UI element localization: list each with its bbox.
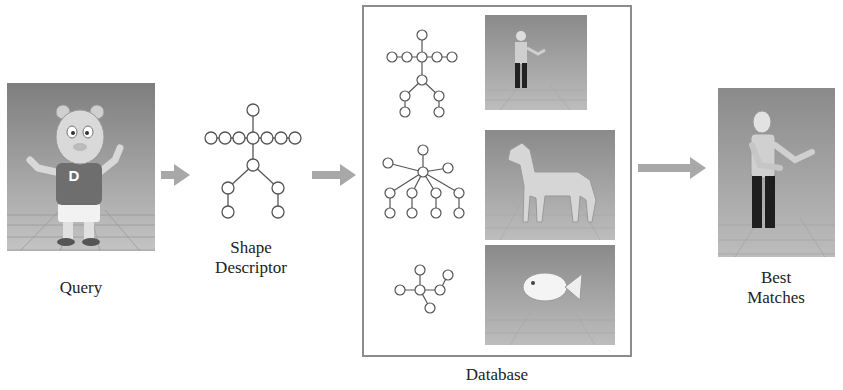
node-label: Shape Descriptor <box>206 238 296 278</box>
query-skeleton-tree <box>205 104 301 218</box>
best-matches-panel: Best Matches <box>712 88 840 308</box>
query-render <box>7 83 155 251</box>
fish-skeleton-tree <box>395 265 453 313</box>
human-skeleton-tree <box>387 30 457 117</box>
shirt-letter: D <box>69 167 80 184</box>
flow-arrow <box>638 157 706 179</box>
person-render <box>485 15 587 110</box>
horse-render <box>485 130 615 240</box>
fish-render <box>485 245 615 345</box>
flow-arrow <box>312 164 356 186</box>
query-panel: Query <box>7 83 155 298</box>
horse-skeleton-tree <box>383 145 464 218</box>
node-label: Database <box>364 365 630 385</box>
database-box: Database <box>362 5 632 357</box>
node-label: Best Matches <box>741 268 811 308</box>
flow-arrow <box>161 164 190 186</box>
descriptor-panel: Shape Descriptor <box>196 100 306 278</box>
best-match-render <box>718 88 835 257</box>
node-label: Query <box>60 278 102 298</box>
